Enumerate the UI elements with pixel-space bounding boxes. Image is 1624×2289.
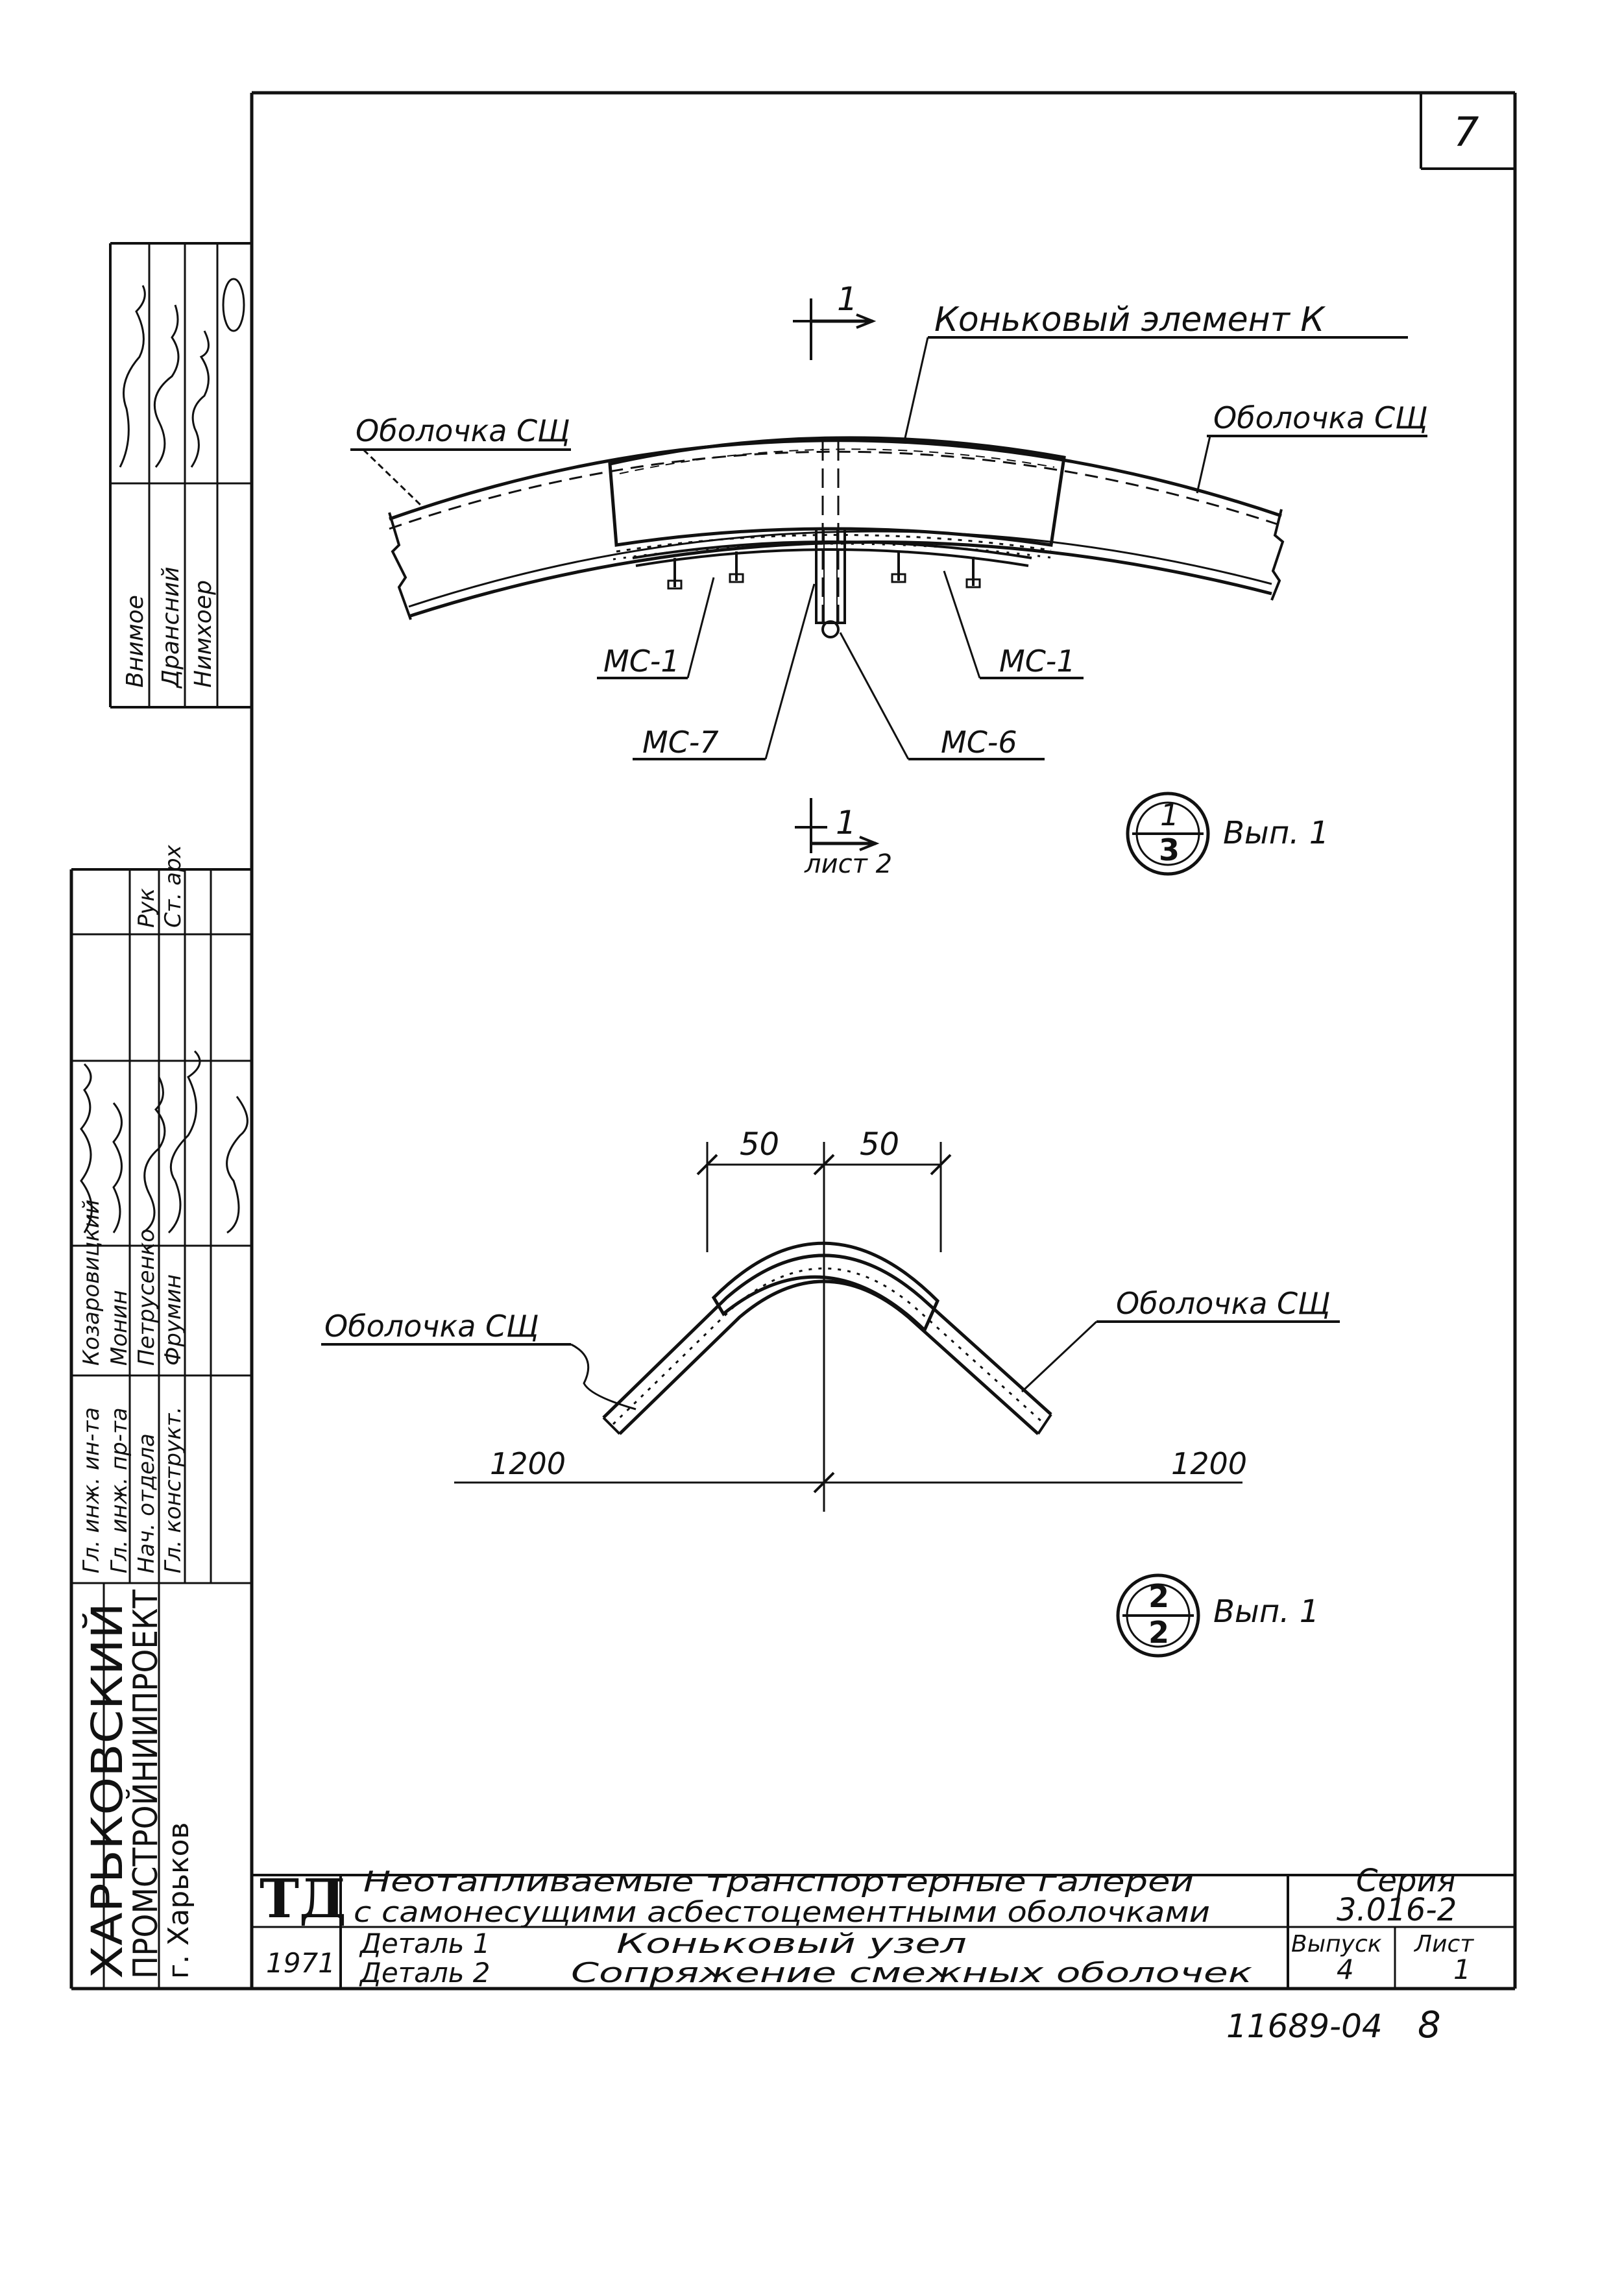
shell-left-d2-inner: [618, 1279, 1039, 1435]
upper-stamp-role-1: Внимое: [122, 595, 149, 688]
shell-bottom-arc-2: [408, 530, 1272, 608]
callout-1-label: Вып. 1: [1223, 815, 1329, 851]
corner-number: 7: [1453, 108, 1479, 156]
callout-2-top: 2: [1148, 1579, 1169, 1614]
mc1-left-label: МС-1: [603, 644, 680, 679]
stamp-name-1: Козаровицкий: [79, 1200, 104, 1366]
signature-upper-4: [222, 278, 245, 332]
stamp-org-line2: ПРОМСТРОЙНИИПРОЕКТ: [126, 1590, 165, 1979]
signature-lower-5: [226, 1096, 248, 1234]
dim-50-right: 50: [860, 1126, 899, 1163]
sheet-label: Лист: [1413, 1931, 1474, 1957]
stamp-role-4: Гл. конструкт.: [160, 1407, 186, 1573]
shell-left-label-1: Оболочка СЩ: [356, 413, 570, 448]
section-mark-bottom: [795, 798, 880, 853]
section-number-bottom: 1: [836, 804, 856, 842]
shell-right-label-2: Оболочка СЩ: [1116, 1286, 1330, 1321]
series-label: Серия: [1356, 1863, 1456, 1899]
detail-2: [454, 1142, 1242, 1512]
frame: [71, 91, 1517, 1991]
callout-1-bottom: 3: [1159, 832, 1180, 867]
ridge-cap: [711, 1241, 939, 1333]
ridge-element-inner: [619, 448, 1055, 474]
title-line-1: Неотапливаемые транспортерные галереи: [363, 1865, 1194, 1898]
callout-2-label: Вып. 1: [1213, 1593, 1319, 1630]
ridge-element: [608, 436, 1066, 547]
stamp-name-2: Монин: [106, 1290, 132, 1366]
mc1-plate: [632, 540, 1032, 559]
title-line-2: с самонесущими асбестоцементными оболочк…: [354, 1896, 1210, 1929]
callout-1: [1126, 792, 1210, 876]
stamp-role-3: Нач. отдела: [134, 1433, 160, 1573]
section-mark-top: [793, 298, 877, 360]
issue-label: Выпуск: [1291, 1931, 1382, 1957]
ridge-leader: [904, 337, 929, 439]
signature-upper-2: [153, 304, 180, 468]
span-right: 1200: [1171, 1446, 1247, 1481]
span-left: 1200: [490, 1446, 566, 1481]
stamp-role2-2: Ст. арх: [160, 844, 186, 928]
mc6-label: МС-6: [941, 725, 1017, 760]
upper-side-stamp: [109, 242, 252, 708]
shell-end-right: [1270, 509, 1285, 601]
upper-stamp-role-3: Нимхоер: [190, 580, 217, 688]
detail-2-label: Деталь 2: [359, 1957, 491, 1989]
shell-bottom-arc: [408, 540, 1272, 618]
signature-lower-4: [167, 1050, 201, 1234]
archive-number: 11689-04: [1226, 2007, 1383, 2045]
signature-upper-3: [190, 330, 210, 468]
detail-1-name: Коньковый узел: [616, 1928, 967, 1959]
series-value: 3.016-2: [1337, 1892, 1457, 1928]
signature-lower-2: [112, 1102, 123, 1233]
signature-lower-1: [80, 1063, 93, 1233]
stamp-role-1: Гл. инж. ин-та: [79, 1407, 104, 1573]
mc1-right-label: МС-1: [999, 644, 1076, 679]
bolt-center-nut: [821, 620, 840, 638]
stamp-role-2: Гл. инж. пр-та: [106, 1407, 132, 1573]
year: 1971: [266, 1947, 335, 1979]
stamp-name-3: Петрусенко: [134, 1229, 160, 1366]
stamp-org-line1: ХАРЬКОВСКИЙ: [82, 1603, 132, 1979]
stamp-name-4: Фрумин: [160, 1274, 186, 1366]
callout-2: [1116, 1573, 1200, 1658]
signature-lower-3: [142, 1076, 166, 1234]
signature-upper-1: [119, 285, 146, 468]
shell-right-label-1: Оболочка СЩ: [1213, 400, 1427, 435]
upper-stamp-role-2: Дрансний: [158, 566, 184, 689]
sheet-value: 1: [1453, 1954, 1471, 1985]
stamp-org-line3: г. Харьков: [162, 1823, 195, 1979]
stamp-role2-1: Рук: [134, 888, 160, 928]
lower-side-stamp: [69, 868, 252, 1989]
shell-left-d2: [602, 1254, 1052, 1419]
shell-end-left: [388, 512, 412, 620]
section-sheet-ref: лист 2: [804, 849, 892, 879]
section-number-top: 1: [837, 280, 858, 318]
detail-1-label: Деталь 1: [359, 1928, 491, 1959]
shell-top-arc-dashed: [389, 450, 1282, 530]
side-bolts: [667, 551, 981, 590]
dim-50-left: 50: [740, 1126, 779, 1163]
shell-left-label-2: Оболочка СЩ: [324, 1309, 539, 1344]
detail-1: [388, 436, 1285, 638]
detail-2-name: Сопряжение смежных оболочек: [571, 1957, 1253, 1989]
logo-td: ТД: [260, 1868, 346, 1930]
title-block: [252, 1874, 1515, 1989]
issue-value: 4: [1337, 1954, 1354, 1985]
mc7-label: МС-7: [642, 725, 719, 760]
archive-page: 8: [1418, 2004, 1441, 2046]
callout-2-bottom: 2: [1148, 1615, 1169, 1650]
ridge-element-label: Коньковый элемент К: [934, 300, 1326, 339]
callout-1-top: 1: [1160, 797, 1179, 832]
shell-top-arc: [389, 439, 1282, 521]
